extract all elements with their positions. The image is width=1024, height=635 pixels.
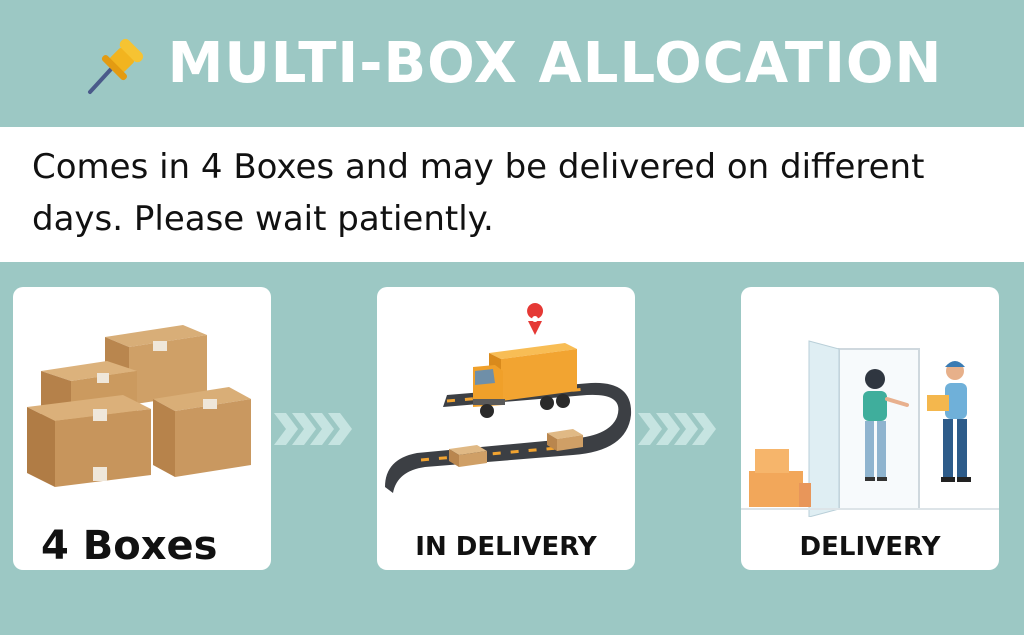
chevron-arrows-icon: [638, 409, 734, 449]
step-label: IN DELIVERY: [415, 532, 597, 562]
page-title: MULTI-BOX ALLOCATION: [167, 31, 943, 96]
chevron-arrows-icon: [274, 409, 370, 449]
step-card-delivered: DELIVERY: [741, 287, 999, 570]
pushpin-icon: [87, 38, 143, 94]
cardboard-boxes-icon: [27, 325, 251, 487]
step-label: 4 Boxes: [41, 523, 218, 569]
notice-text: Comes in 4 Boxes and may be delivered on…: [32, 147, 925, 239]
step-label: DELIVERY: [799, 532, 941, 562]
delivery-truck-icon: [385, 303, 632, 493]
header-band: [0, 0, 1024, 127]
notice-banner: Comes in 4 Boxes and may be delivered on…: [0, 127, 1024, 262]
step-card-in-delivery: IN DELIVERY: [377, 287, 635, 570]
title-bar: MULTI-BOX ALLOCATION: [0, 0, 1024, 127]
courier-handover-icon: [741, 340, 999, 517]
step-card-boxes: 4 Boxes: [13, 287, 271, 570]
